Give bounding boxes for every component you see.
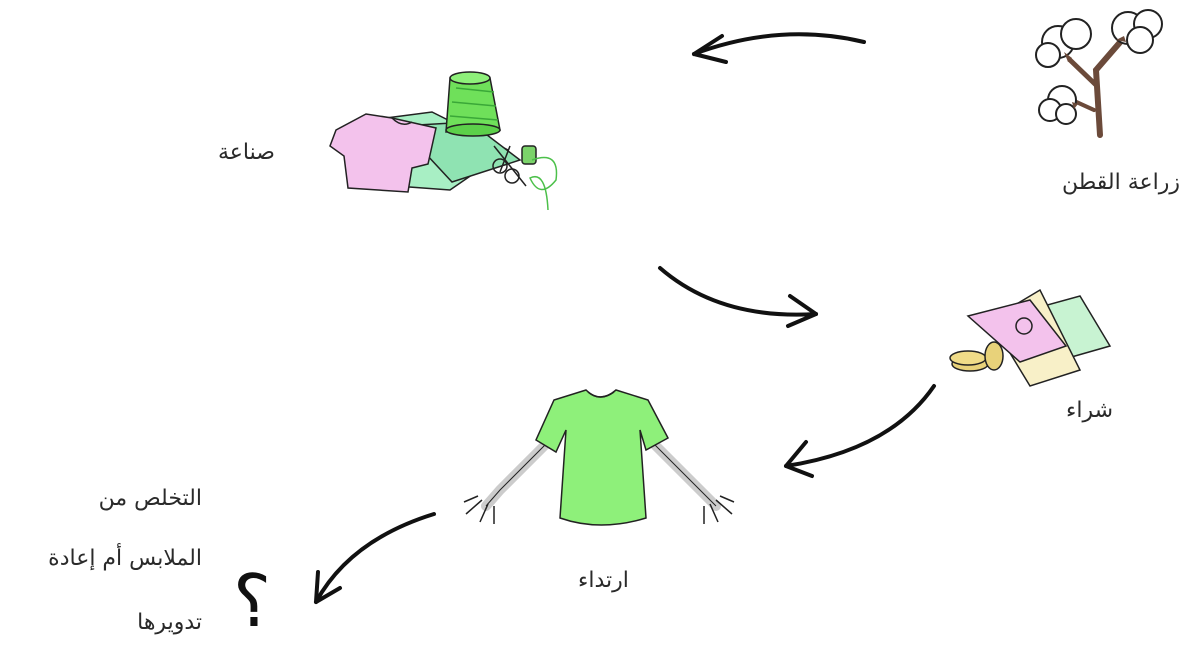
- stage-label-wearing: ارتداء: [578, 568, 629, 593]
- arrow-wearing-to-end: [316, 514, 434, 602]
- stage-label-farming: زراعة القطن: [1062, 170, 1180, 195]
- fabric-sewing-icon: [330, 72, 557, 210]
- stage-label-making: صناعة: [218, 140, 275, 165]
- question-mark: ?: [233, 565, 271, 637]
- end-label-line-3: تدويرها: [137, 610, 202, 635]
- cotton-plant-icon: [1036, 10, 1162, 135]
- end-label-line-1: التخلص من: [99, 486, 202, 511]
- money-icon: [950, 290, 1110, 386]
- end-label-line-2: الملابس أم إعادة: [48, 546, 202, 571]
- tshirt-wearing-icon: [464, 390, 734, 525]
- arrow-making-to-buying: [660, 268, 816, 315]
- stage-label-buying: شراء: [1066, 398, 1113, 423]
- arrow-buying-to-wearing: [786, 386, 934, 466]
